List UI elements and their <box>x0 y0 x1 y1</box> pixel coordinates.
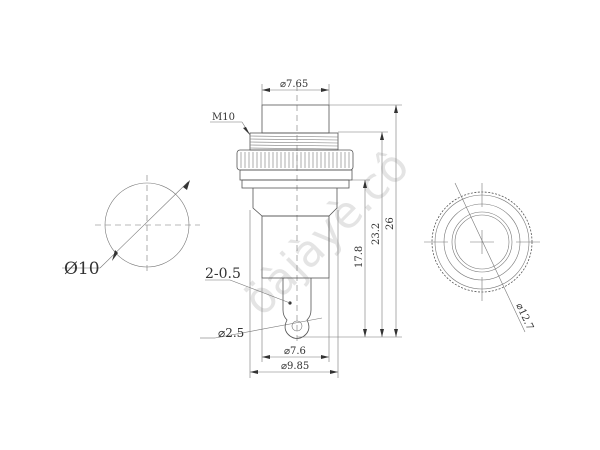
panel-hole-view: Ø10 <box>62 175 200 279</box>
front-view: ⌀12.7 <box>424 182 540 333</box>
top-diameter-label: ⌀7.65 <box>280 79 308 90</box>
height-17-8-label: 17.8 <box>354 246 365 268</box>
thread-line <box>249 147 339 150</box>
thread-line <box>249 141 339 144</box>
watermark: öàjàyè.cô <box>234 140 419 325</box>
thread-line <box>249 138 339 141</box>
pin-width-label: 2-0.5 <box>205 266 241 282</box>
side-view: 2-0.5 ⌀2.5 M10 ⌀7.65 ⌀7.6 ⌀9.85 17.8 23.… <box>200 79 402 378</box>
thread-line <box>249 144 339 147</box>
panel-hole-diameter-label: Ø10 <box>64 259 100 279</box>
height-23-2-label: 23.2 <box>371 223 382 245</box>
dimension-arrows <box>243 88 398 374</box>
height-26-label: 26 <box>385 217 396 230</box>
nut-diameter-label: ⌀12.7 <box>513 302 535 332</box>
bottom-outer-diameter-label: ⌀9.85 <box>281 361 309 372</box>
thread-line <box>249 135 339 138</box>
thread-label: M10 <box>212 112 235 123</box>
hole-diameter-label: ⌀2.5 <box>218 326 244 340</box>
bottom-inner-diameter-label: ⌀7.6 <box>284 346 306 357</box>
